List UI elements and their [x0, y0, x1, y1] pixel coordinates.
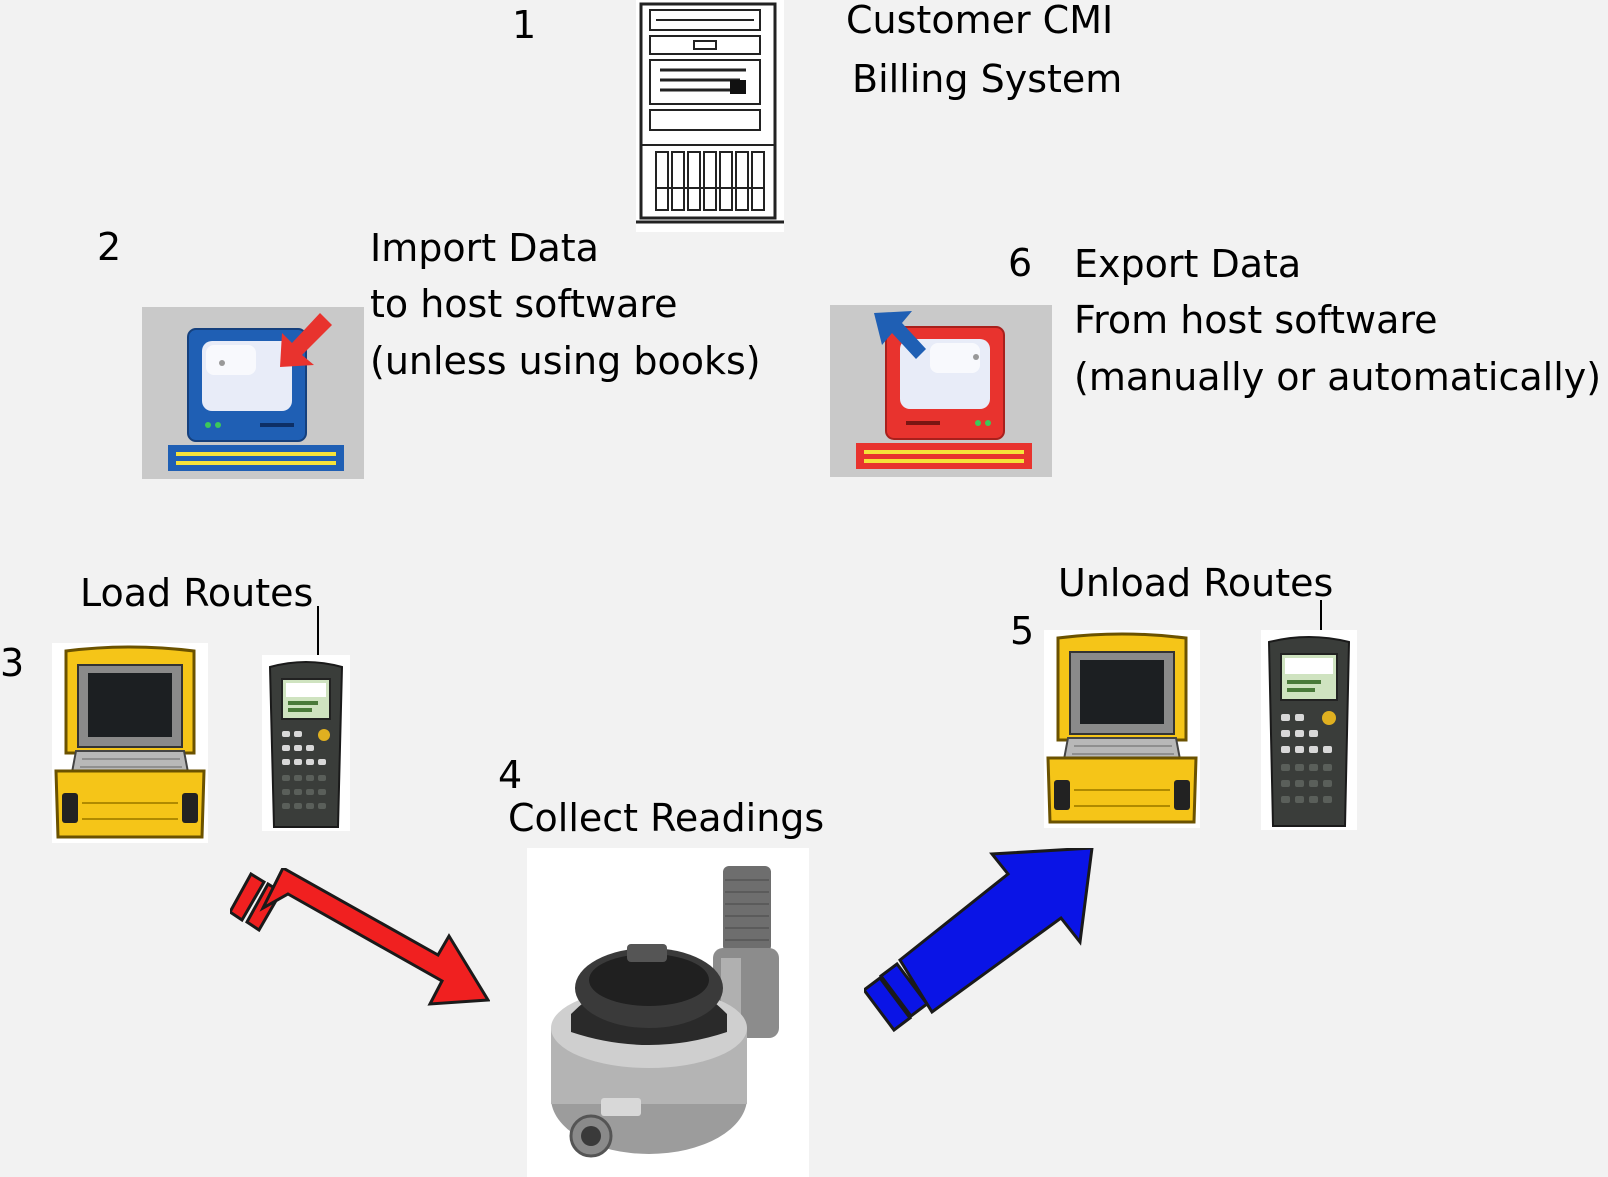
collect-readings-label: Collect Readings: [508, 796, 825, 840]
import-label-line-1: Import Data: [370, 226, 599, 270]
import-label-line-3: (unless using books): [370, 339, 761, 383]
blue-arrow-icon: [864, 848, 1096, 1040]
export-label-line-2: From host software: [1074, 298, 1438, 342]
step-2-number: 2: [97, 225, 122, 269]
import-computer-icon: [142, 307, 364, 479]
connector-line-right: [1320, 600, 1322, 640]
step-1-number: 1: [512, 3, 537, 47]
step-3-number: 3: [0, 641, 25, 685]
handheld-reader-icon: [262, 655, 350, 831]
handheld-reader-icon: [1261, 630, 1357, 830]
step-6-number: 6: [1008, 241, 1033, 285]
water-meter-transmitter-icon: [527, 848, 809, 1177]
step-4-number: 4: [498, 753, 523, 797]
unload-routes-label: Unload Routes: [1058, 561, 1334, 605]
rugged-laptop-case-icon: [52, 643, 208, 843]
server-tower-icon: [636, 0, 784, 232]
export-computer-icon: [830, 305, 1052, 477]
red-arrow-icon: [230, 868, 490, 1028]
import-label-line-2: to host software: [370, 282, 678, 326]
connector-line-left: [317, 606, 319, 658]
step-5-number: 5: [1010, 609, 1035, 653]
export-label-line-1: Export Data: [1074, 242, 1302, 286]
billing-title-line-1: Customer CMI: [846, 0, 1114, 42]
rugged-laptop-case-icon: [1044, 630, 1200, 828]
billing-title-line-2: Billing System: [852, 57, 1123, 101]
load-routes-label: Load Routes: [80, 571, 314, 615]
export-label-line-3: (manually or automatically): [1074, 355, 1602, 399]
